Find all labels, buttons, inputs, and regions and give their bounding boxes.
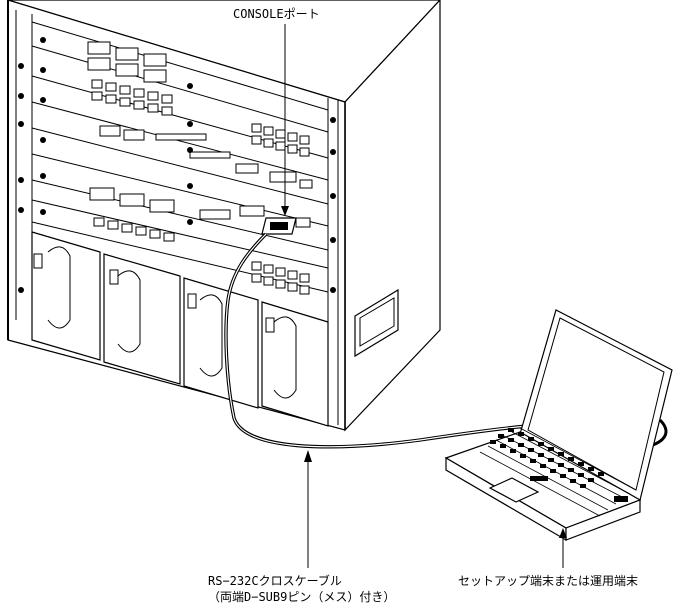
laptop-terminal [444, 309, 673, 542]
console-port-label: CONSOLEポート [233, 7, 320, 21]
terminal-label: セットアップ端末または運用端末 [458, 574, 639, 588]
line-card-slots [18, 21, 336, 418]
power-supply-units [31, 231, 329, 427]
console-connector [261, 24, 297, 235]
cable-label-line2: （両端D−SUB9ピン（メス）付き） [208, 590, 396, 604]
cable-label-line1: RS−232Cクロスケーブル [208, 574, 342, 588]
terminal-label-pointer [559, 528, 567, 568]
cable-label-pointer [304, 450, 312, 568]
